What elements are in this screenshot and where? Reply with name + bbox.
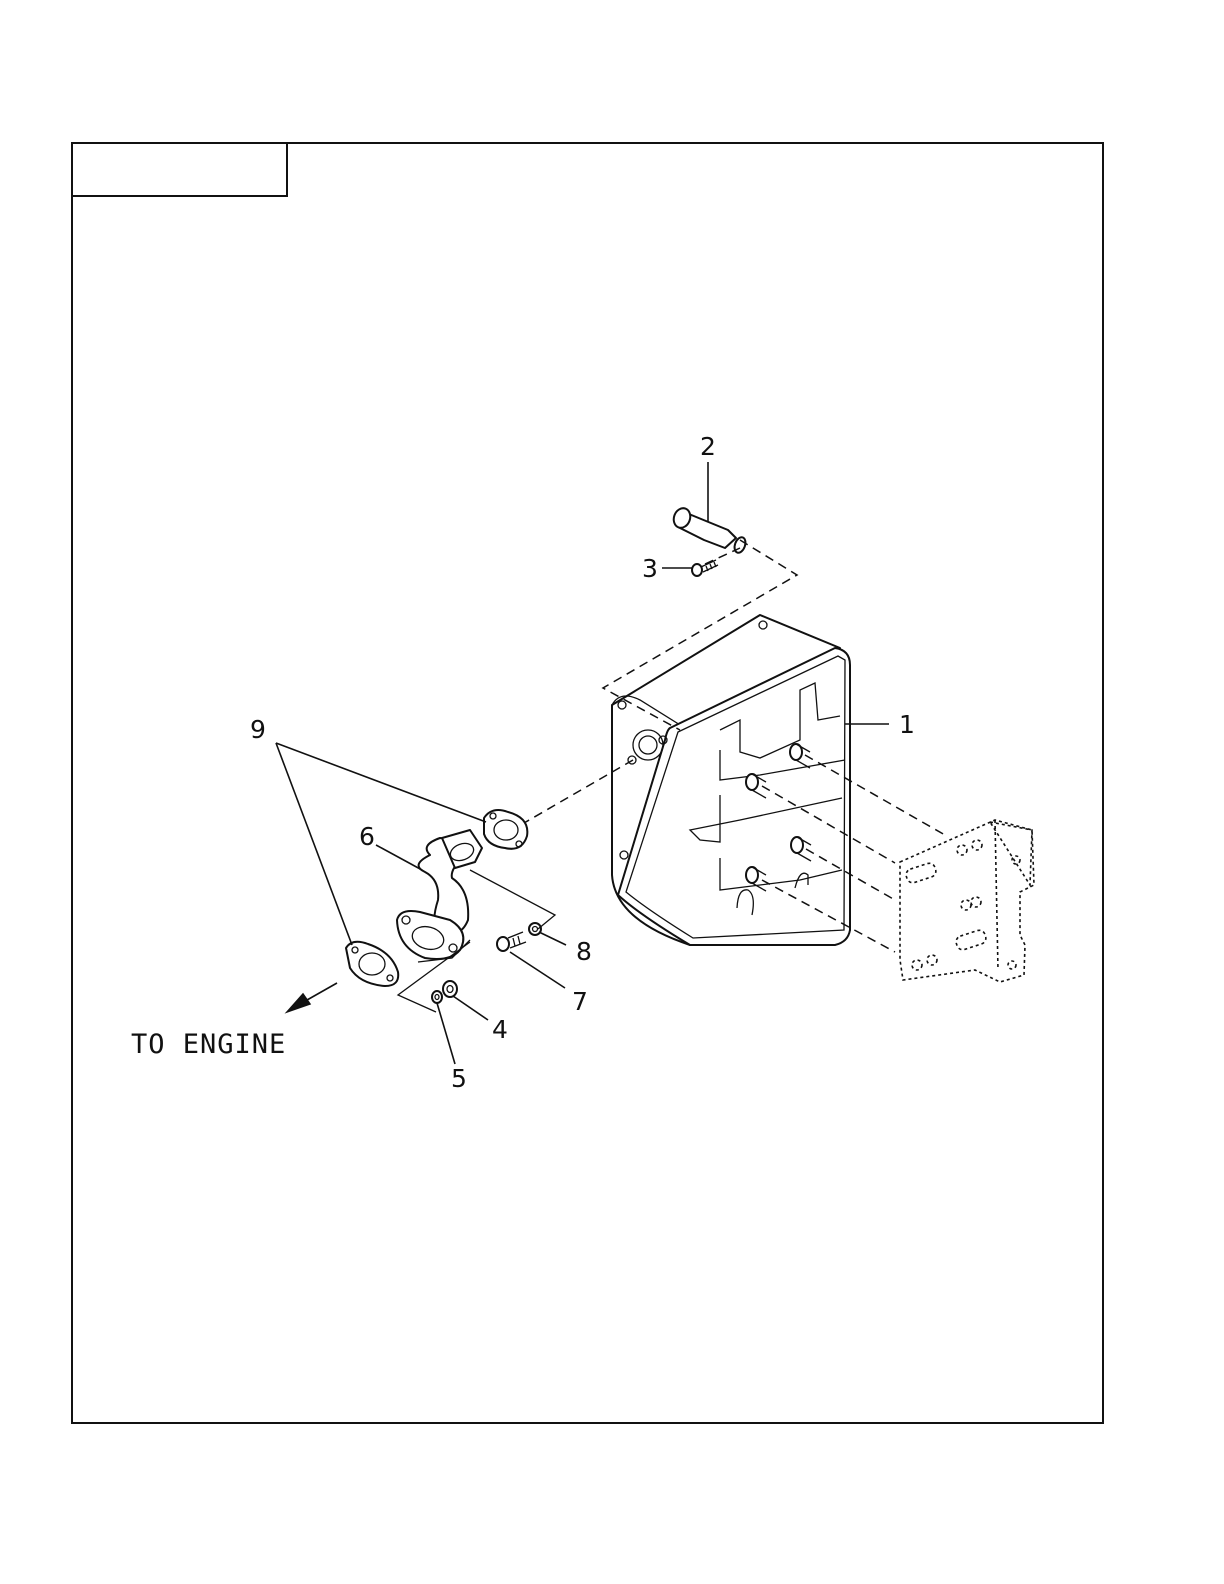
callout-1: 1 <box>899 710 915 739</box>
callout-9: 9 <box>250 715 266 744</box>
callout-7: 7 <box>572 987 588 1016</box>
mounting-bracket <box>900 820 1034 982</box>
callout-2: 2 <box>700 432 716 461</box>
callout-3: 3 <box>642 554 658 583</box>
tail-pipe <box>671 506 747 554</box>
to-engine-arrow <box>287 983 337 1012</box>
callout-4: 4 <box>492 1015 508 1044</box>
screw <box>692 560 718 576</box>
callout-5: 5 <box>451 1064 467 1093</box>
nut <box>443 981 457 997</box>
muffler <box>612 615 850 945</box>
to-engine-label: TO ENGINE <box>131 1029 286 1060</box>
washer <box>529 923 541 935</box>
gasket-lower <box>346 942 398 986</box>
callout-8: 8 <box>576 937 592 966</box>
bolt <box>497 932 526 951</box>
lock-washer <box>432 991 442 1003</box>
callout-6: 6 <box>359 822 375 851</box>
gasket-upper <box>484 810 527 849</box>
